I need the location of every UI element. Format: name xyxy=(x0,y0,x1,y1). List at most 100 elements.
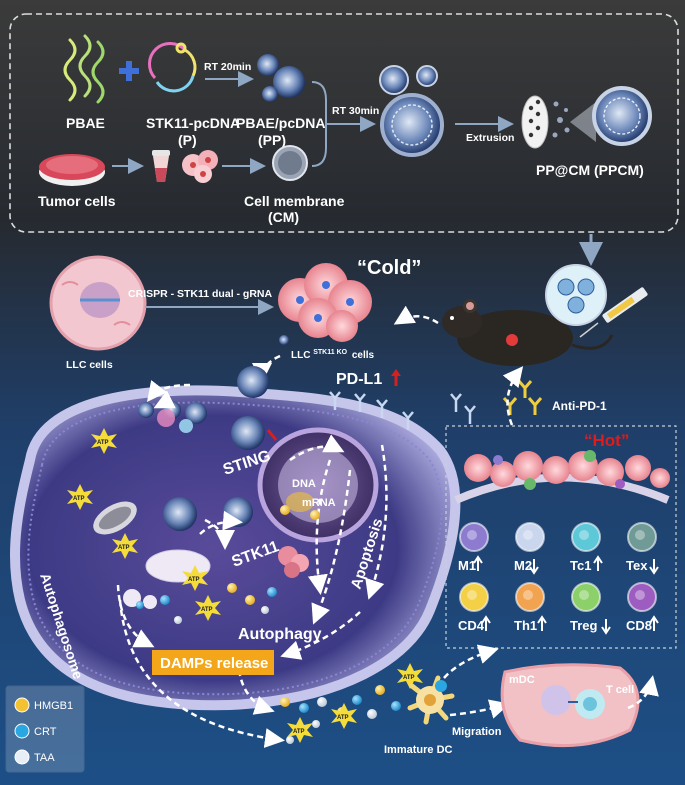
atp-burst-8: ATP xyxy=(397,663,423,689)
rt20-label: RT 20min xyxy=(204,61,251,73)
immune-cell-body xyxy=(571,582,601,612)
legend-swatch xyxy=(14,723,30,739)
mouse-icon xyxy=(442,299,614,366)
atp-label-1: ATP xyxy=(97,440,109,446)
sting-up-arrow xyxy=(266,429,278,441)
legend-item-taa: TAA xyxy=(14,749,55,765)
atp-burst-6: ATP xyxy=(287,717,313,743)
atp-bursts-outside: ATP ATP ATP xyxy=(287,663,423,743)
cell-membrane-inner xyxy=(27,401,443,696)
immune-cell-label: Tex xyxy=(626,558,648,573)
atp-label-2: ATP xyxy=(73,496,85,502)
legend-label: HMGB1 xyxy=(34,700,73,712)
synthesis-panel: PBAE STK11-pcDNA (P) RT 20min PBAE/pcDNA… xyxy=(9,13,679,233)
plasmid-icon xyxy=(148,42,197,93)
arrowhead xyxy=(481,615,491,624)
cm-label: (CM) xyxy=(268,209,299,225)
arrowhead xyxy=(593,555,603,564)
coated-particles-icon xyxy=(379,65,444,157)
rt30-label: RT 30min xyxy=(332,105,379,117)
immune-cell-label: Treg xyxy=(570,618,598,633)
stk11-p-label: (P) xyxy=(178,132,197,148)
immune-cell-nucleus xyxy=(635,590,645,600)
legend-item-hmgb1: HMGB1 xyxy=(14,697,73,713)
atp-bursts: ATP ATP ATP ATP ATP xyxy=(67,428,221,621)
cold-tumor-icon xyxy=(278,263,372,342)
petri-dish-icon xyxy=(39,154,105,186)
immune-cell-body xyxy=(459,522,489,552)
cytosol-particles-icon xyxy=(138,366,269,531)
immune-cell-th1: Th1 xyxy=(514,582,547,633)
immune-cell-label: CD4 xyxy=(458,618,485,633)
immune-cell-cd8: CD8 xyxy=(626,582,659,633)
dna-label: DNA xyxy=(292,478,316,490)
atp-label-3: ATP xyxy=(118,545,130,551)
immune-cell-label: Th1 xyxy=(514,618,537,633)
legend-swatch xyxy=(14,749,30,765)
atp-label-8: ATP xyxy=(403,675,415,681)
damps-release-box xyxy=(152,650,274,675)
legend-label: CRT xyxy=(34,726,57,738)
immune-section: ATP ATP ATP Immature DC Migration xyxy=(280,644,659,756)
hot-label: “Hot” xyxy=(584,431,629,450)
immune-cell-nucleus xyxy=(523,530,533,540)
mouse-section: Anti-PD-1 xyxy=(442,264,648,426)
atp-label-7: ATP xyxy=(337,715,349,721)
pbae-strands-icon xyxy=(63,34,105,104)
llc-ko-suffix: cells xyxy=(352,350,375,361)
cold-label: “Cold” xyxy=(357,257,421,279)
atp-label-6: ATP xyxy=(293,729,305,735)
immune-cell-body xyxy=(571,522,601,552)
extrusion-filter-icon xyxy=(521,95,596,149)
immune-cell-body xyxy=(627,522,657,552)
crispr-label: CRISPR - STK11 dual - gRNA xyxy=(128,288,273,300)
polyplex-icon xyxy=(257,54,305,102)
cell-cluster-icon xyxy=(182,150,218,183)
immune-cell-label: M1 xyxy=(458,558,476,573)
immune-cell-label: Tc1 xyxy=(570,558,591,573)
immune-cell-nucleus xyxy=(467,590,477,600)
ppcm-particle-icon xyxy=(592,86,652,146)
zoom-circle-icon xyxy=(545,264,607,326)
pd-l1-up-arrowhead xyxy=(391,369,401,376)
pbae-pcdna-label: PBAE/pcDNA xyxy=(236,115,325,131)
immune-cell-tc1: Tc1 xyxy=(570,522,603,573)
immune-cell-treg: Treg xyxy=(570,582,611,635)
arrowhead xyxy=(649,566,659,575)
immune-cell-body xyxy=(515,522,545,552)
process-arrows xyxy=(116,380,388,748)
immune-cell-body xyxy=(459,582,489,612)
cell-membrane-icon xyxy=(272,145,308,181)
immune-cell-nucleus xyxy=(523,590,533,600)
immature-dc-icon xyxy=(407,675,455,725)
legend-item-crt: CRT xyxy=(14,723,57,739)
migration-label: Migration xyxy=(452,726,502,738)
arrowhead xyxy=(537,615,547,624)
immune-cell-nucleus xyxy=(579,530,589,540)
atp-burst-3: ATP xyxy=(112,533,138,559)
extrusion-label: Extrusion xyxy=(466,132,514,144)
ppcm-label: PP@CM (PPCM) xyxy=(536,162,644,178)
mitochondrion-icon xyxy=(93,501,137,535)
legend-swatch xyxy=(14,697,30,713)
llc-cell-icon xyxy=(49,255,147,351)
llc-ko-superscript: STK11 KO xyxy=(313,349,347,356)
llc-ko-label: LLC STK11 KO cells xyxy=(291,346,375,361)
centrifuge-tube-icon xyxy=(152,150,170,182)
hot-tumor-icon xyxy=(454,450,670,504)
lymph-to-hot-arrow xyxy=(627,675,659,710)
atp-burst-5: ATP xyxy=(195,595,221,621)
arrowhead xyxy=(473,555,483,564)
immune-cell-nucleus xyxy=(635,530,645,540)
damp-particles-inside xyxy=(136,505,320,624)
plus-icon xyxy=(119,61,139,81)
syringe-icon xyxy=(579,287,648,338)
arrowhead xyxy=(649,615,659,624)
llc-ko-prefix: LLC xyxy=(291,350,310,361)
immune-cell-body xyxy=(627,582,657,612)
pd-l1-receptors xyxy=(329,391,476,430)
pd-l1-label: PD-L1 xyxy=(336,371,382,388)
